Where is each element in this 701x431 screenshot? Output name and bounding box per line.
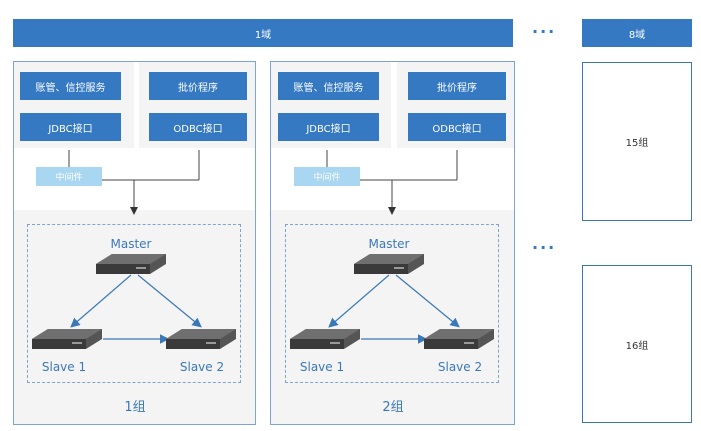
server-icon xyxy=(290,329,360,349)
group-1-slave2-label: Slave 2 xyxy=(179,360,225,374)
group-1-master-label: Master xyxy=(110,237,152,251)
domain-bar-8-label: 8域 xyxy=(628,29,646,41)
group-2-odbc: ODBC接口 xyxy=(408,113,506,141)
ellipsis-mid: ··· xyxy=(532,238,557,257)
server-icon xyxy=(166,329,236,349)
group-2-replication-box xyxy=(285,224,499,383)
group-1-label: 1组 xyxy=(124,400,146,415)
group-16-box: 16组 xyxy=(582,265,692,423)
server-icon xyxy=(96,254,166,274)
group-2-app-right: 批价程序 xyxy=(408,72,506,100)
server-icon xyxy=(32,329,102,349)
group-2-slave2-label: Slave 2 xyxy=(437,360,483,374)
group-1-connectors xyxy=(68,150,202,344)
group-2-connectors xyxy=(326,150,460,344)
domain-bar-1: 1域 xyxy=(13,19,513,47)
group-1-db-area xyxy=(14,210,255,424)
group-2-master-label: Master xyxy=(368,237,410,251)
group-1-replication-box xyxy=(27,224,241,383)
group-1-app-left: 账管、信控服务 xyxy=(20,72,121,100)
group-2-label: 2组 xyxy=(382,400,404,415)
group-2-slave1-label: Slave 1 xyxy=(299,360,345,374)
group-15-label: 15组 xyxy=(625,138,649,149)
group-2-app-left: 账管、信控服务 xyxy=(278,72,379,100)
domain-bar-label: 1域 xyxy=(254,29,272,41)
group-1-app-right: 批价程序 xyxy=(149,72,247,100)
group-1-jdbc: JDBC接口 xyxy=(20,113,121,141)
group-1-odbc: ODBC接口 xyxy=(149,113,247,141)
server-icon xyxy=(424,329,494,349)
ellipsis-top: ··· xyxy=(532,22,557,41)
domain-bar-8: 8域 xyxy=(582,19,692,47)
server-icon xyxy=(354,254,424,274)
group-2-middleware: 中间件 xyxy=(294,167,360,186)
group-15-box: 15组 xyxy=(582,62,692,221)
group-1-middleware: 中间件 xyxy=(36,167,102,186)
group-2-db-area xyxy=(271,210,514,424)
group-1-slave1-label: Slave 1 xyxy=(41,360,87,374)
group-16-label: 16组 xyxy=(625,340,649,352)
group-2-jdbc: JDBC接口 xyxy=(278,113,379,141)
